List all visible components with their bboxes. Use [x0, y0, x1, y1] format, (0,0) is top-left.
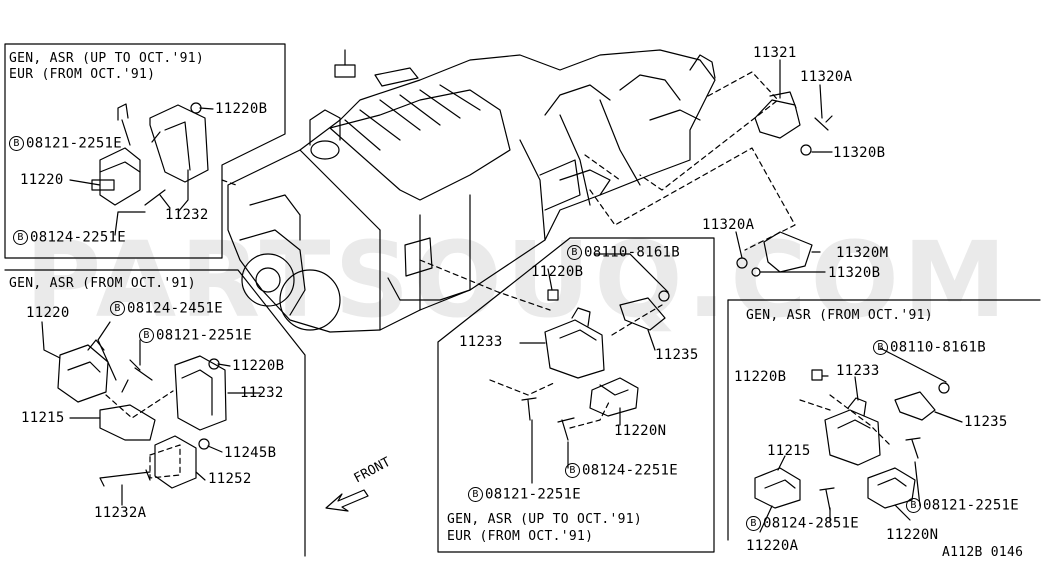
panel-right-caption: GEN, ASR (FROM OCT.'91): [746, 308, 933, 323]
label-11220b-tl: 11220B: [215, 101, 268, 117]
bolt-symbol-icon: B: [139, 328, 154, 343]
label-11220b-c: 11220B: [531, 264, 584, 280]
label-11233-r: 11233: [836, 363, 880, 379]
label-11220-tl: 11220: [20, 172, 64, 188]
label-11220b-l: 11220B: [232, 358, 285, 374]
label-11252: 11252: [208, 471, 252, 487]
panel-center-parts: [521, 289, 670, 441]
bolt-symbol-icon: B: [110, 301, 125, 316]
label-11320a: 11320A: [800, 69, 853, 85]
label-11235-r: 11235: [964, 414, 1008, 430]
label-11320m: 11320M: [836, 245, 889, 261]
label-11220n-c: 11220N: [614, 423, 667, 439]
label-11220a-r: 11220A: [746, 538, 799, 554]
bolt-symbol-icon: B: [567, 245, 582, 260]
panel-top-left-caption-2: EUR (FROM OCT.'91): [9, 67, 156, 82]
label-11235-c: 11235: [655, 347, 699, 363]
leader-lines: [41, 59, 963, 533]
label-11232-tl: 11232: [165, 207, 209, 223]
label-11233-c: 11233: [459, 334, 503, 350]
engine-block-drawing: [227, 49, 716, 333]
bolt-symbol-icon: B: [468, 487, 483, 502]
dashed-leaders: [105, 71, 891, 479]
label-11220n-r: 11220N: [886, 527, 939, 543]
label-11320b: 11320B: [833, 145, 886, 161]
bolt-symbol-icon: B: [746, 516, 761, 531]
diagram-code: A112B 0146: [942, 545, 1024, 560]
label-11215-l: 11215: [21, 410, 65, 426]
label-11232a: 11232A: [94, 505, 147, 521]
panel-center-caption-1: GEN, ASR (UP TO OCT.'91): [447, 512, 643, 527]
panel-frames: [4, 43, 1041, 557]
bolt-symbol-icon: B: [906, 498, 921, 513]
label-11245b: 11245B: [224, 445, 277, 461]
panel-right-parts: [754, 369, 950, 511]
panel-top-left-caption-1: GEN, ASR (UP TO OCT.'91): [9, 51, 205, 66]
label-11220-l: 11220: [26, 305, 70, 321]
label-11232-l: 11232: [240, 385, 284, 401]
label-11321: 11321: [753, 45, 797, 61]
panel-left-caption: GEN, ASR (FROM OCT.'91): [9, 276, 196, 291]
bolt-symbol-icon: B: [873, 340, 888, 355]
panel-top-left-parts: [91, 102, 209, 209]
panel-top-right-parts: [736, 91, 833, 277]
bolt-symbol-icon: B: [9, 136, 24, 151]
bolt-symbol-icon: B: [13, 230, 28, 245]
label-11320a-2: 11320A: [702, 217, 755, 233]
panel-left-parts: [57, 339, 369, 512]
label-11215-r: 11215: [767, 443, 811, 459]
label-11220b-r: 11220B: [734, 369, 787, 385]
panel-center-caption-2: EUR (FROM OCT.'91): [447, 529, 594, 544]
label-11320b-2: 11320B: [828, 265, 881, 281]
bolt-symbol-icon: B: [565, 463, 580, 478]
